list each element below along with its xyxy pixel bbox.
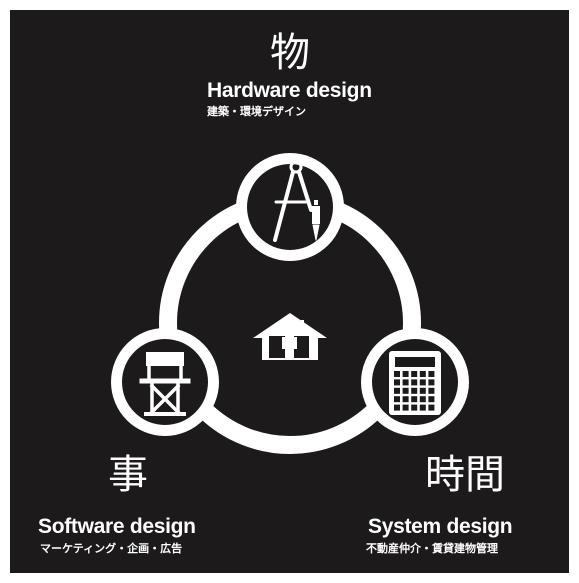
system-node xyxy=(361,328,469,436)
software-title: Software design xyxy=(38,515,196,538)
calculator-key xyxy=(419,404,426,411)
hardware-node xyxy=(236,153,344,261)
hardware-subtitle: 建築・環境デザイン xyxy=(207,105,306,118)
calculator-key xyxy=(428,371,435,377)
calculator-key xyxy=(411,379,418,386)
calculator-key xyxy=(411,387,418,394)
calculator-key xyxy=(394,396,400,403)
software-kanji: 事 xyxy=(108,452,148,498)
diagram-panel xyxy=(10,10,569,573)
calculator-icon xyxy=(389,351,441,415)
hardware-kanji: 物 xyxy=(270,30,310,76)
house-with-person-icon xyxy=(253,313,327,360)
software-subtitle: マーケティング・企画・広告 xyxy=(40,542,183,555)
calculator-key xyxy=(428,396,435,403)
calculator-key xyxy=(394,404,400,411)
calculator-key xyxy=(402,371,409,377)
calculator-key xyxy=(419,396,426,403)
system-title: System design xyxy=(368,515,513,538)
calculator-key xyxy=(402,387,409,394)
calculator-key xyxy=(411,396,418,403)
calculator-key xyxy=(428,387,435,394)
calculator-key xyxy=(428,404,435,411)
system-subtitle: 不動産仲介・賃貸建物管理 xyxy=(366,542,498,555)
software-node xyxy=(111,328,219,436)
calculator-key xyxy=(402,379,409,386)
calculator-key xyxy=(411,404,418,411)
hardware-title: Hardware design xyxy=(207,79,372,102)
calculator-key xyxy=(394,387,400,394)
calculator-key xyxy=(419,387,426,394)
calculator-key xyxy=(419,371,426,377)
calculator-key xyxy=(419,379,426,386)
calculator-key xyxy=(394,379,400,386)
calculator-key xyxy=(402,396,409,403)
system-kanji: 時間 xyxy=(425,452,505,498)
calculator-key xyxy=(394,371,400,377)
calculator-key xyxy=(402,404,409,411)
calculator-key xyxy=(428,379,435,386)
director-chair-icon xyxy=(139,352,191,416)
calculator-key xyxy=(411,371,418,377)
compass-icon xyxy=(273,158,320,242)
